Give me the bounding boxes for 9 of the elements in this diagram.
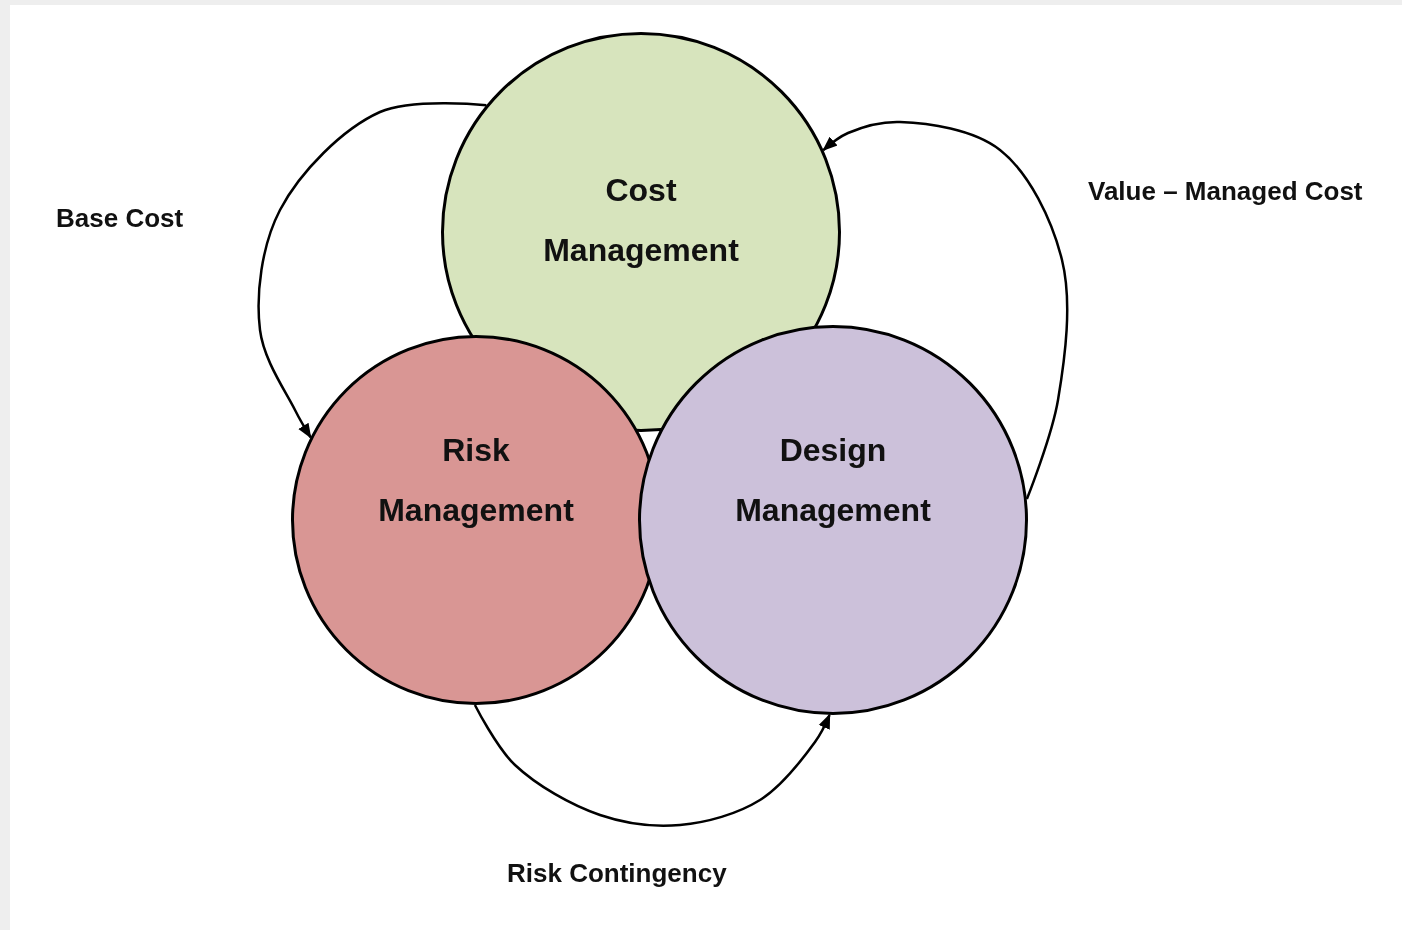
edge-label: Value – Managed Cost	[1088, 175, 1363, 207]
edge-label: Base Cost	[56, 202, 184, 234]
curved-arrow	[822, 120, 1069, 500]
curved-arrow	[257, 101, 487, 439]
edge-label: Risk Contingency	[507, 857, 727, 889]
circle-label: Cost Management	[542, 171, 740, 270]
circle-label: Design Management	[734, 431, 932, 530]
circle-label: Risk Management	[377, 431, 575, 530]
curved-arrow	[473, 704, 831, 827]
